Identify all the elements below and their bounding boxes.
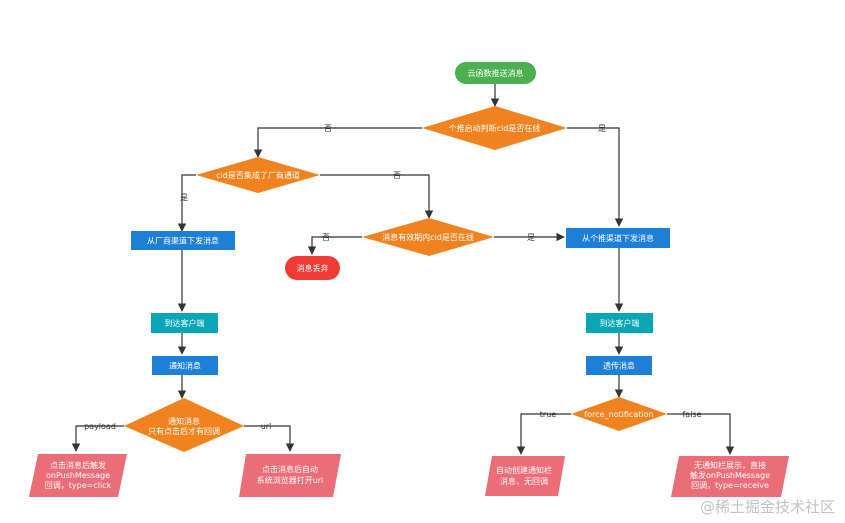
label-offline-no: 否: [322, 233, 330, 242]
edge-vendor-check-no: [320, 174, 434, 219]
label-online-no: 否: [324, 124, 332, 133]
edge-force-true: [516, 413, 571, 455]
arrive-client-left-node: 到达客户端: [151, 313, 218, 333]
notify-decision: 通知消息 只有点击后才有回调: [124, 398, 244, 452]
edge-online-check-yes: [567, 127, 624, 227]
label-payload: payload: [84, 422, 116, 431]
receive-callback-node: 无通知栏展示，直接 触发onPushMessage 回调，type=receiv…: [671, 456, 789, 497]
label-online-yes: 是: [598, 124, 606, 133]
edge-force-false: [667, 413, 735, 455]
edge-labels: 否 是 是 否 否 是 payload url true false: [84, 124, 702, 431]
vendor-send-node: 从厂商渠道下发消息: [131, 231, 235, 250]
auto-create-line-2: 消息，无回调: [500, 476, 548, 486]
start-node-label: 云函数推送消息: [468, 68, 524, 78]
receive-callback-line-3: 回调，type=receive: [691, 481, 769, 490]
notify-decision-line-2: 只有点击后才有回调: [148, 426, 220, 436]
notify-message-label: 通知消息: [169, 361, 201, 371]
open-url-line-1: 点击消息后自动: [262, 464, 318, 474]
notify-decision-line-1: 通知消息: [168, 416, 200, 426]
nodes: 云函数推送消息 个推启动判断cid是否在线 cid是否集成了厂商通道 消息有效期…: [29, 62, 789, 497]
click-callback-line-3: 回调，type=click: [45, 481, 112, 490]
discard-node: 消息丢弃: [285, 256, 340, 280]
click-callback-line-1: 点击消息后触发: [50, 460, 106, 470]
offline-valid-check-label: 消息有效期内cid是否在线: [382, 232, 474, 242]
label-url: url: [261, 422, 272, 431]
online-check-decision: 个推启动判断cid是否在线: [422, 106, 567, 150]
arrive-client-right-label: 到达客户端: [600, 318, 640, 328]
label-offline-yes: 是: [527, 233, 535, 242]
getui-send-node: 从个推渠道下发消息: [566, 228, 670, 248]
vendor-send-label: 从厂商渠道下发消息: [147, 236, 219, 246]
vendor-check-label: cid是否集成了厂商通道: [216, 170, 300, 180]
open-url-node: 点击消息后自动 系统浏览器打开url: [239, 454, 341, 497]
offline-valid-check-decision: 消息有效期内cid是否在线: [362, 218, 494, 256]
arrive-client-left-label: 到达客户端: [165, 318, 205, 328]
passthrough-message-label: 透传消息: [603, 361, 635, 371]
watermark-text: @稀土掘金技术社区: [699, 498, 835, 516]
edge-offline-check-no: [307, 236, 362, 255]
discard-label: 消息丢弃: [297, 263, 329, 273]
auto-create-node: 自动创建通知栏 消息，无回调: [485, 456, 565, 496]
force-notification-decision: force_notification: [571, 397, 667, 431]
force-notification-label: force_notification: [584, 410, 653, 419]
vendor-check-decision: cid是否集成了厂商通道: [196, 157, 320, 193]
edge-decision-url: [244, 425, 295, 452]
label-vendor-no: 否: [393, 171, 401, 180]
click-callback-line-2: onPushMessage: [46, 471, 110, 480]
auto-create-line-1: 自动创建通知栏: [496, 465, 552, 475]
edge-online-check-no: [253, 127, 422, 158]
click-callback-node: 点击消息后触发 onPushMessage 回调，type=click: [29, 454, 127, 497]
receive-callback-line-1: 无通知栏展示，直接: [694, 460, 766, 470]
label-true: true: [540, 410, 556, 419]
notify-message-node: 通知消息: [152, 356, 218, 375]
label-vendor-yes: 是: [180, 193, 188, 202]
start-node: 云函数推送消息: [455, 62, 536, 84]
online-check-label: 个推启动判断cid是否在线: [449, 123, 541, 133]
receive-callback-line-2: 触发onPushMessage: [690, 470, 770, 480]
edge-decision-payload: [71, 425, 124, 452]
edge-vendor-check-yes: [177, 174, 196, 232]
passthrough-message-node: 透传消息: [586, 356, 652, 375]
arrive-client-right-node: 到达客户端: [586, 313, 653, 333]
getui-send-label: 从个推渠道下发消息: [582, 233, 654, 243]
open-url-line-2: 系统浏览器打开url: [257, 475, 324, 485]
edges: [71, 84, 735, 455]
label-false: false: [682, 410, 701, 419]
